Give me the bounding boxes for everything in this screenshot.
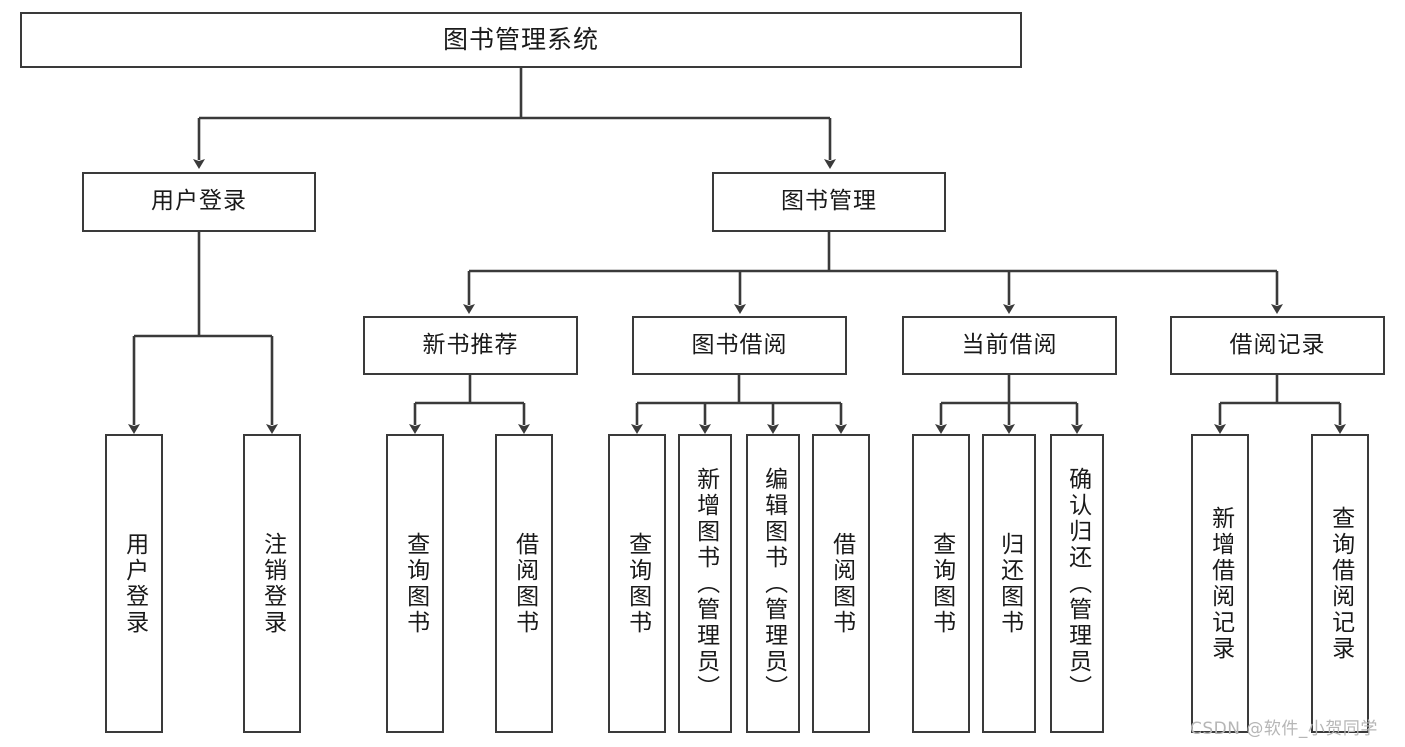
node-book-borrow[interactable]: 图书借阅 <box>632 316 847 375</box>
node-label: 查询图书 <box>624 531 651 636</box>
node-leaf-borrow-book[interactable]: 借阅图书 <box>812 434 870 733</box>
csdn-watermark: CSDN @软件_小贺同学 <box>1190 719 1378 739</box>
node-label: 图书借阅 <box>691 331 788 358</box>
node-leaf-query-borrow-record[interactable]: 查询借阅记录 <box>1311 434 1369 733</box>
node-book-management[interactable]: 图书管理 <box>712 172 946 232</box>
node-leaf-query-book-recommend[interactable]: 查询图书 <box>386 434 444 733</box>
node-label: 借阅图书 <box>511 531 538 636</box>
node-user-login[interactable]: 用户登录 <box>82 172 316 232</box>
node-root-system[interactable]: 图书管理系统 <box>20 12 1022 68</box>
node-label: 确认归还（管理员） <box>1064 466 1091 701</box>
node-label: 用户登录 <box>121 531 148 636</box>
node-label: 用户登录 <box>151 188 247 215</box>
node-borrow-record[interactable]: 借阅记录 <box>1170 316 1385 375</box>
node-label: 新增借阅记录 <box>1207 505 1234 662</box>
node-new-book-recommend[interactable]: 新书推荐 <box>363 316 578 375</box>
node-label: 查询借阅记录 <box>1327 505 1354 662</box>
node-label: 当前借阅 <box>961 331 1058 358</box>
node-label: 编辑图书（管理员） <box>760 466 787 701</box>
node-leaf-add-borrow-record[interactable]: 新增借阅记录 <box>1191 434 1249 733</box>
node-label: 借阅记录 <box>1229 331 1326 358</box>
node-leaf-borrow-book-recommend[interactable]: 借阅图书 <box>495 434 553 733</box>
node-label: 借阅图书 <box>828 531 855 636</box>
node-label: 新增图书（管理员） <box>692 466 719 701</box>
node-leaf-query-book-current[interactable]: 查询图书 <box>912 434 970 733</box>
node-leaf-edit-book-admin[interactable]: 编辑图书（管理员） <box>746 434 800 733</box>
node-leaf-user-login[interactable]: 用户登录 <box>105 434 163 733</box>
node-label: 注销登录 <box>259 531 286 636</box>
node-label: 归还图书 <box>996 531 1023 636</box>
node-leaf-confirm-return-admin[interactable]: 确认归还（管理员） <box>1050 434 1104 733</box>
node-current-borrow[interactable]: 当前借阅 <box>902 316 1117 375</box>
node-leaf-logout[interactable]: 注销登录 <box>243 434 301 733</box>
node-label: 查询图书 <box>928 531 955 636</box>
node-label: 查询图书 <box>402 531 429 636</box>
node-leaf-query-book-borrow[interactable]: 查询图书 <box>608 434 666 733</box>
node-leaf-add-book-admin[interactable]: 新增图书（管理员） <box>678 434 732 733</box>
node-label: 新书推荐 <box>422 331 519 358</box>
node-label: 图书管理 <box>781 188 877 215</box>
node-label: 图书管理系统 <box>442 25 599 55</box>
node-leaf-return-book[interactable]: 归还图书 <box>982 434 1036 733</box>
